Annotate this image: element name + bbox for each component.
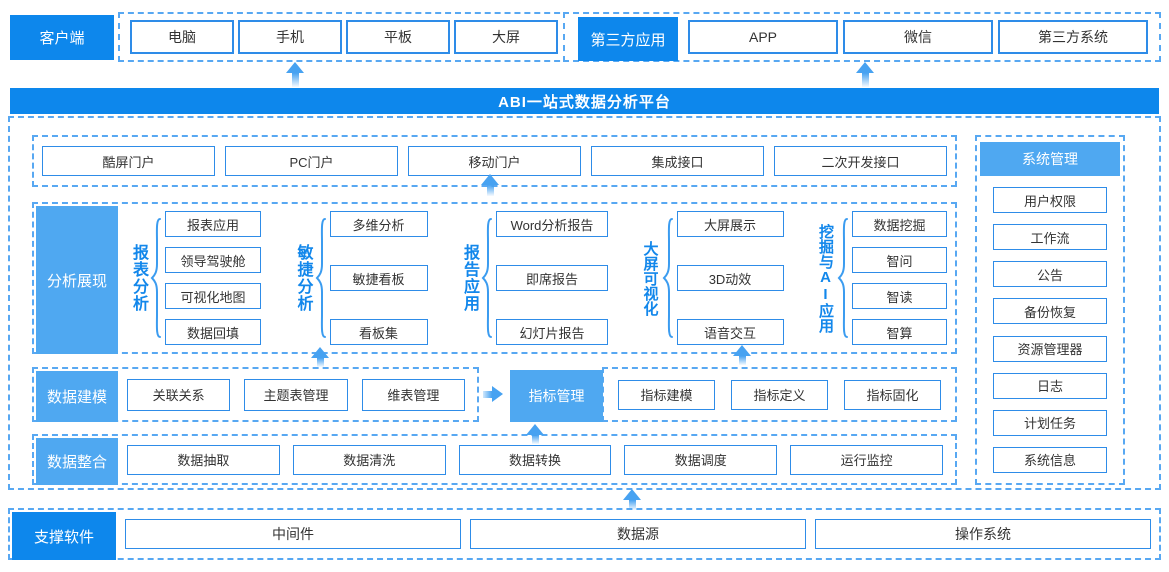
- group-name: 挖掘与AI应用: [817, 223, 834, 333]
- group-name: 报告应用: [461, 244, 478, 312]
- data-integration-label: 数据整合: [36, 438, 118, 485]
- arrow-up-icon: [733, 345, 751, 365]
- client-section-label: 客户端: [10, 15, 114, 60]
- item-visual-map: 可视化地图: [165, 283, 261, 309]
- brace-icon: [662, 218, 673, 338]
- arrow-up-icon: [623, 489, 641, 510]
- item-data-transform: 数据转换: [458, 444, 612, 475]
- client-item-phone: 手机: [238, 20, 342, 54]
- item-data-extract: 数据抽取: [127, 444, 280, 475]
- sys-item-backup: 备份恢复: [993, 298, 1107, 325]
- item-3d-effect: 3D动效: [676, 265, 784, 291]
- sys-item-log: 日志: [993, 372, 1107, 399]
- item-smart-ask: 智问: [852, 247, 947, 273]
- sys-item-announcement: 公告: [993, 261, 1107, 288]
- item-data-schedule: 数据调度: [624, 444, 778, 475]
- data-modeling-label: 数据建模: [36, 371, 118, 422]
- item-smart-compute: 智算: [852, 319, 947, 345]
- support-software-section: 支撑软件 中间件 数据源 操作系统: [8, 508, 1161, 560]
- arrow-up-icon: [481, 174, 499, 196]
- group-name: 敏捷分析: [294, 244, 312, 312]
- item-voice-interaction: 语音交互: [676, 319, 784, 345]
- third-party-item-app: APP: [688, 20, 838, 54]
- portal-coolscreen: 酷屏门户: [42, 146, 215, 176]
- sys-item-scheduled-task: 计划任务: [993, 409, 1107, 436]
- item-report-app: 报表应用: [165, 211, 261, 237]
- group-report-application: 报告应用 Word分析报告 即席报告 幻灯片报告: [460, 211, 608, 345]
- item-bigscreen-display: 大屏展示: [676, 211, 784, 237]
- item-indicator-solidify: 指标固化: [844, 379, 941, 410]
- item-datasource: 数据源: [470, 519, 806, 549]
- item-data-clean: 数据清洗: [292, 444, 446, 475]
- indicator-management-box: 指标管理: [510, 370, 603, 422]
- item-subject-table: 主题表管理: [244, 378, 348, 411]
- analysis-section-label: 分析展现: [36, 206, 118, 354]
- platform-banner: ABI一站式数据分析平台: [10, 88, 1159, 114]
- item-os: 操作系统: [815, 519, 1151, 549]
- item-association: 关联关系: [127, 378, 231, 411]
- item-data-backfill: 数据回填: [165, 319, 261, 345]
- item-dim-table: 维表管理: [361, 378, 465, 411]
- client-item-bigscreen: 大屏: [454, 20, 558, 54]
- item-smart-read: 智读: [852, 283, 947, 309]
- platform-container: 酷屏门户 PC门户 移动门户 集成接口 二次开发接口 系统管理 用户权限 工作流…: [8, 116, 1161, 490]
- arrow-up-icon: [856, 62, 874, 87]
- item-indicator-modeling: 指标建模: [618, 379, 715, 410]
- sys-item-system-info: 系统信息: [993, 446, 1107, 473]
- brace-icon: [837, 218, 848, 338]
- data-integration-section: 数据整合 数据抽取 数据清洗 数据转换 数据调度 运行监控: [32, 434, 957, 485]
- third-party-item-system: 第三方系统: [998, 20, 1148, 54]
- portal-row: 酷屏门户 PC门户 移动门户 集成接口 二次开发接口: [32, 135, 957, 187]
- arrow-up-icon: [286, 62, 304, 87]
- support-software-label: 支撑软件: [12, 512, 116, 560]
- system-management-header: 系统管理: [980, 142, 1120, 176]
- item-agile-board: 敏捷看板: [329, 265, 428, 291]
- sys-item-resource-manager: 资源管理器: [993, 335, 1107, 362]
- indicator-items-row: 指标建模 指标定义 指标固化: [602, 367, 957, 422]
- third-party-item-wechat: 微信: [843, 20, 993, 54]
- client-items-container: 电脑 手机 平板 大屏: [118, 12, 570, 62]
- sys-item-workflow: 工作流: [993, 224, 1107, 251]
- item-middleware: 中间件: [125, 519, 461, 549]
- system-management-column: 系统管理 用户权限 工作流 公告 备份恢复 资源管理器 日志 计划任务 系统信息: [975, 135, 1125, 485]
- item-run-monitor: 运行监控: [790, 444, 943, 475]
- item-data-mining: 数据挖掘: [852, 211, 947, 237]
- item-board-set: 看板集: [329, 319, 428, 345]
- brace-icon: [481, 218, 492, 338]
- arrow-up-icon: [311, 347, 329, 367]
- analysis-section: 分析展现 报表分析 报表应用 领导驾驶舱 可视化地图 数据回填 敏捷分析: [32, 202, 957, 354]
- item-adhoc-report: 即席报告: [496, 265, 608, 291]
- group-bigscreen-visualization: 大屏可视化 大屏展示 3D动效 语音交互: [641, 211, 784, 345]
- group-report-analysis: 报表分析 报表应用 领导驾驶舱 可视化地图 数据回填: [129, 211, 261, 345]
- data-modeling-section: 数据建模 关联关系 主题表管理 维表管理: [32, 367, 479, 422]
- item-leader-cockpit: 领导驾驶舱: [165, 247, 261, 273]
- brace-icon: [315, 218, 326, 338]
- group-name: 报表分析: [130, 244, 147, 312]
- item-slide-report: 幻灯片报告: [496, 319, 608, 345]
- portal-pc: PC门户: [225, 146, 398, 176]
- sys-item-user-permission: 用户权限: [993, 187, 1107, 213]
- group-mining-ai: 挖掘与AI应用 数据挖掘 智问 智读 智算: [816, 211, 947, 345]
- client-item-tablet: 平板: [346, 20, 450, 54]
- client-item-pc: 电脑: [130, 20, 234, 54]
- third-party-items-container: 第三方应用 APP 微信 第三方系统: [563, 12, 1161, 62]
- arrow-right-icon: [483, 386, 505, 402]
- portal-integration-api: 集成接口: [591, 146, 764, 176]
- portal-mobile: 移动门户: [408, 146, 581, 176]
- group-agile-analysis: 敏捷分析 多维分析 敏捷看板 看板集: [294, 211, 428, 345]
- arrow-up-icon: [526, 424, 544, 444]
- item-word-report: Word分析报告: [496, 211, 608, 237]
- group-name: 大屏可视化: [641, 240, 659, 316]
- portal-dev-api: 二次开发接口: [774, 146, 947, 176]
- third-party-section-label: 第三方应用: [578, 17, 678, 61]
- item-indicator-definition: 指标定义: [731, 379, 828, 410]
- item-multidim-analysis: 多维分析: [329, 211, 428, 237]
- brace-icon: [150, 218, 161, 338]
